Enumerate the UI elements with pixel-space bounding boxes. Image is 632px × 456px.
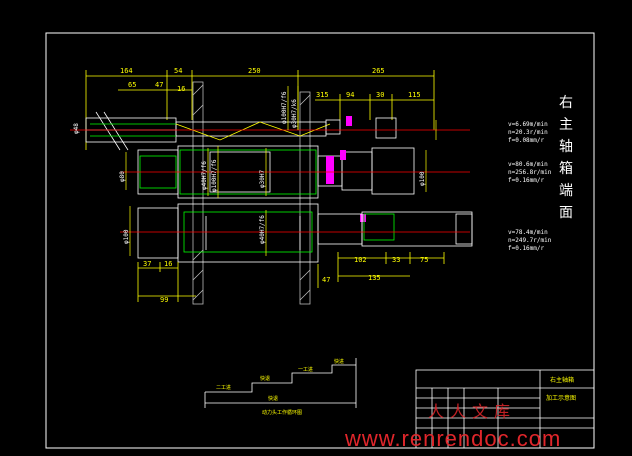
dia-40h7f6: φ40H7/f6 [201,161,208,190]
dim-315: 315 [316,91,329,99]
cycle-label-back: 快退 [260,375,270,382]
magenta-tools [326,116,366,222]
center-lines [70,129,470,233]
title-block [415,369,595,449]
title-block-name: 右主轴箱 [550,376,574,384]
dim-164: 164 [120,67,133,75]
dim-47: 47 [155,81,163,89]
bottom-dimensions [137,252,445,302]
param-2-v: v=80.6m/min [508,161,548,168]
param-1-v: v=6.69m/min [508,121,548,128]
dim-33: 33 [392,256,400,264]
dim-99: 99 [160,296,168,304]
dia-100h7f6-low: φ100H7/f6 [281,91,288,124]
upper-spindle [85,111,327,151]
param-1-f: f=0.08mm/r [508,137,545,144]
cycle-label-2: 二工进 [216,384,231,391]
dia-80: φ80 [119,171,126,182]
dia-100-right: φ100 [419,171,426,186]
dim-135: 135 [368,274,381,282]
dim-54: 54 [174,67,182,75]
cycle-caption: 动力头工作循环图 [262,409,302,416]
dim-102: 102 [354,256,367,264]
dia-40h7f6-low: φ40H7/f6 [259,215,266,244]
vertical-title: 右 主 轴 箱 端 面 [556,92,576,224]
cycle-label-back2: 快退 [268,395,278,402]
param-3-n: n=249.7r/min [508,237,552,244]
watermark-url: www.renrendoc.com [345,426,562,451]
param-3-v: v=78.4m/min [508,229,548,236]
outer-frame [45,32,595,449]
dim-250: 250 [248,67,261,75]
dim-37: 37 [143,260,151,268]
dim-16: 16 [177,85,185,93]
param-2-n: n=256.8r/min [508,169,552,176]
cut-params: v=6.69m/min n=20.3r/min f=0.08mm/r v=80.… [508,121,552,252]
dia-30h7k6: φ30H7/k6 [291,99,298,128]
dia-100h7f6: φ100H7/f6 [211,159,218,192]
upper-spindle-green [90,123,176,137]
watermark-cn: 人人文库 [428,402,517,421]
vtitle-char: 右 [559,95,573,111]
top-dimensions [85,70,435,150]
dim-47-b: 47 [322,276,330,284]
dia-100-left: φ100 [123,229,130,244]
param-2-f: f=0.16mm/r [508,177,545,184]
param-1-n: n=20.3r/min [508,129,548,136]
lower-spindle [137,203,473,263]
dia-30h7: φ30H7 [259,170,266,188]
dim-115: 115 [408,91,421,99]
vtitle-char: 面 [559,205,573,221]
dim-265: 265 [372,67,385,75]
cycle-label-fast: 快进 [334,358,344,365]
title-block-sub: 加工示意图 [546,394,576,402]
work-cycle-diagram [204,358,357,408]
vtitle-char: 箱 [559,161,573,177]
dim-94: 94 [346,91,354,99]
vtitle-char: 端 [559,183,573,199]
dim-30: 30 [376,91,384,99]
param-3-f: f=0.16mm/r [508,245,545,252]
upper-yellow-link [175,121,331,141]
vtitle-char: 主 [559,117,573,133]
dim-65: 65 [128,81,136,89]
dim-16-b: 16 [164,260,172,268]
diameter-dims [125,86,437,256]
cycle-label-1: 一工进 [298,366,313,373]
dia-48: φ48 [73,123,80,134]
dim-75: 75 [420,256,428,264]
vtitle-char: 轴 [559,139,573,155]
